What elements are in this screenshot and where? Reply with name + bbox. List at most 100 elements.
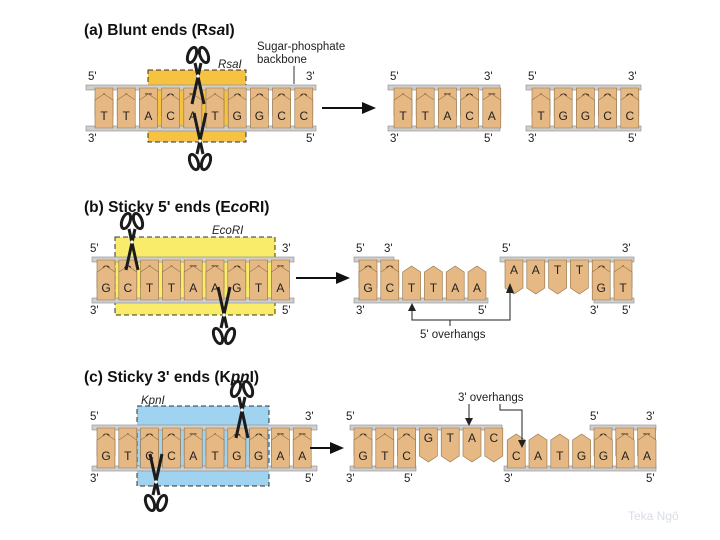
label-5prime: 5'	[346, 411, 355, 423]
label-5prime: 5'	[282, 305, 291, 317]
base-tile: C	[484, 427, 504, 463]
base-letter: G	[101, 281, 110, 295]
base-letter: G	[101, 449, 110, 463]
base-tile: T	[162, 265, 181, 301]
base-tile: T	[613, 265, 633, 301]
base-letter: T	[146, 281, 154, 295]
base-tile: T	[375, 433, 395, 469]
base-tile: G	[591, 265, 611, 301]
base-tile: C	[598, 93, 617, 129]
base-letter: T	[100, 109, 108, 123]
base-letter: A	[443, 109, 451, 123]
base-letter: T	[576, 263, 584, 277]
panel-b-title: (b) Sticky 5' ends (EcoRI)	[84, 199, 269, 216]
base-letter: A	[189, 449, 197, 463]
base-letter: A	[643, 449, 651, 463]
base-letter: G	[581, 109, 590, 123]
label-3prime: 3'	[306, 71, 315, 83]
base-tile: G	[227, 433, 247, 469]
label-3prime: 3'	[484, 71, 493, 83]
base-tile: T	[140, 265, 159, 301]
label-3prime: 3'	[622, 243, 631, 255]
label-5prime: 5'	[484, 133, 493, 145]
base-letter: T	[430, 281, 438, 295]
label-5prime: 5'	[646, 473, 655, 485]
dna-original-c: CAGGTACCTT GTCCATGGAA	[91, 424, 318, 472]
base-tile: A	[526, 259, 546, 295]
base-tile: A	[292, 433, 312, 469]
label-5prime: 5'	[528, 71, 537, 83]
label-5prime: 5'	[404, 473, 413, 485]
base-tile: A	[467, 265, 487, 301]
base-letter: A	[621, 449, 629, 463]
base-letter: G	[358, 449, 367, 463]
label-3prime: 3'	[504, 473, 513, 485]
label-3prime: 3'	[305, 411, 314, 423]
base-letter: G	[255, 109, 264, 123]
label-5prime: 5'	[90, 243, 99, 255]
base-tile: T	[118, 433, 138, 469]
base-letter: G	[424, 431, 433, 445]
base-letter: T	[399, 109, 407, 123]
label-5prime: 5'	[88, 71, 97, 83]
base-tile: C	[460, 93, 479, 129]
label-5prime: 5'	[478, 305, 487, 317]
base-letter: A	[189, 109, 197, 123]
label-5prime: 5'	[628, 133, 637, 145]
label-3prime: 3'	[88, 133, 97, 145]
base-tile: T	[550, 433, 570, 469]
base-tile: T	[205, 433, 225, 469]
overhang-label: 3' overhangs	[458, 392, 524, 404]
arrow-right-icon	[310, 442, 344, 454]
base-tile: T	[440, 427, 460, 463]
base-tile: T	[393, 93, 413, 129]
base-letter: A	[276, 449, 284, 463]
base-letter: G	[577, 449, 586, 463]
base-letter: T	[211, 449, 219, 463]
base-letter: C	[123, 281, 132, 295]
base-letter: A	[510, 263, 518, 277]
base-letter: C	[512, 449, 521, 463]
base-letter: G	[233, 109, 242, 123]
base-letter: T	[168, 281, 176, 295]
overhang-label: 5' overhangs	[420, 329, 486, 341]
overhang-pointers	[465, 404, 526, 448]
label-3prime: 3'	[90, 473, 99, 485]
panel-sticky-5-ends: (b) Sticky 5' ends (EcoRI) EcoRI CGAATTC…	[84, 199, 635, 347]
base-letter: G	[232, 449, 241, 463]
base-tile: T	[548, 259, 567, 295]
base-letter: A	[276, 281, 284, 295]
dna-fragment-right-b: AATTCA GT	[499, 256, 635, 304]
base-letter: T	[537, 109, 545, 123]
label-5prime: 5'	[390, 71, 399, 83]
base-tile: T	[424, 265, 443, 301]
base-letter: A	[451, 281, 459, 295]
enzyme-label: RsaI	[218, 59, 242, 71]
label-3prime: 3'	[346, 473, 355, 485]
base-tile: C	[140, 433, 159, 469]
base-tile: T	[249, 265, 268, 301]
base-tile: T	[415, 93, 435, 129]
label-3prime: 3'	[90, 305, 99, 317]
label-3prime: 3'	[590, 305, 599, 317]
base-letter: T	[408, 281, 416, 295]
base-tile: C	[294, 93, 314, 129]
base-tile: G	[419, 427, 438, 463]
base-tile: A	[637, 433, 657, 469]
base-tile: C	[272, 93, 291, 129]
base-tile: G	[353, 433, 373, 469]
base-letter: T	[619, 281, 627, 295]
base-letter: A	[298, 449, 306, 463]
base-letter: T	[447, 431, 455, 445]
base-letter: T	[123, 109, 131, 123]
base-letter: C	[603, 109, 612, 123]
base-letter: G	[599, 449, 608, 463]
panel-blunt-ends: (a) Blunt ends (RsaI) RsaI Sugar-phospha…	[84, 22, 642, 173]
base-tile: A	[482, 93, 502, 129]
base-tile: C	[161, 93, 180, 129]
base-tile: A	[205, 265, 225, 301]
